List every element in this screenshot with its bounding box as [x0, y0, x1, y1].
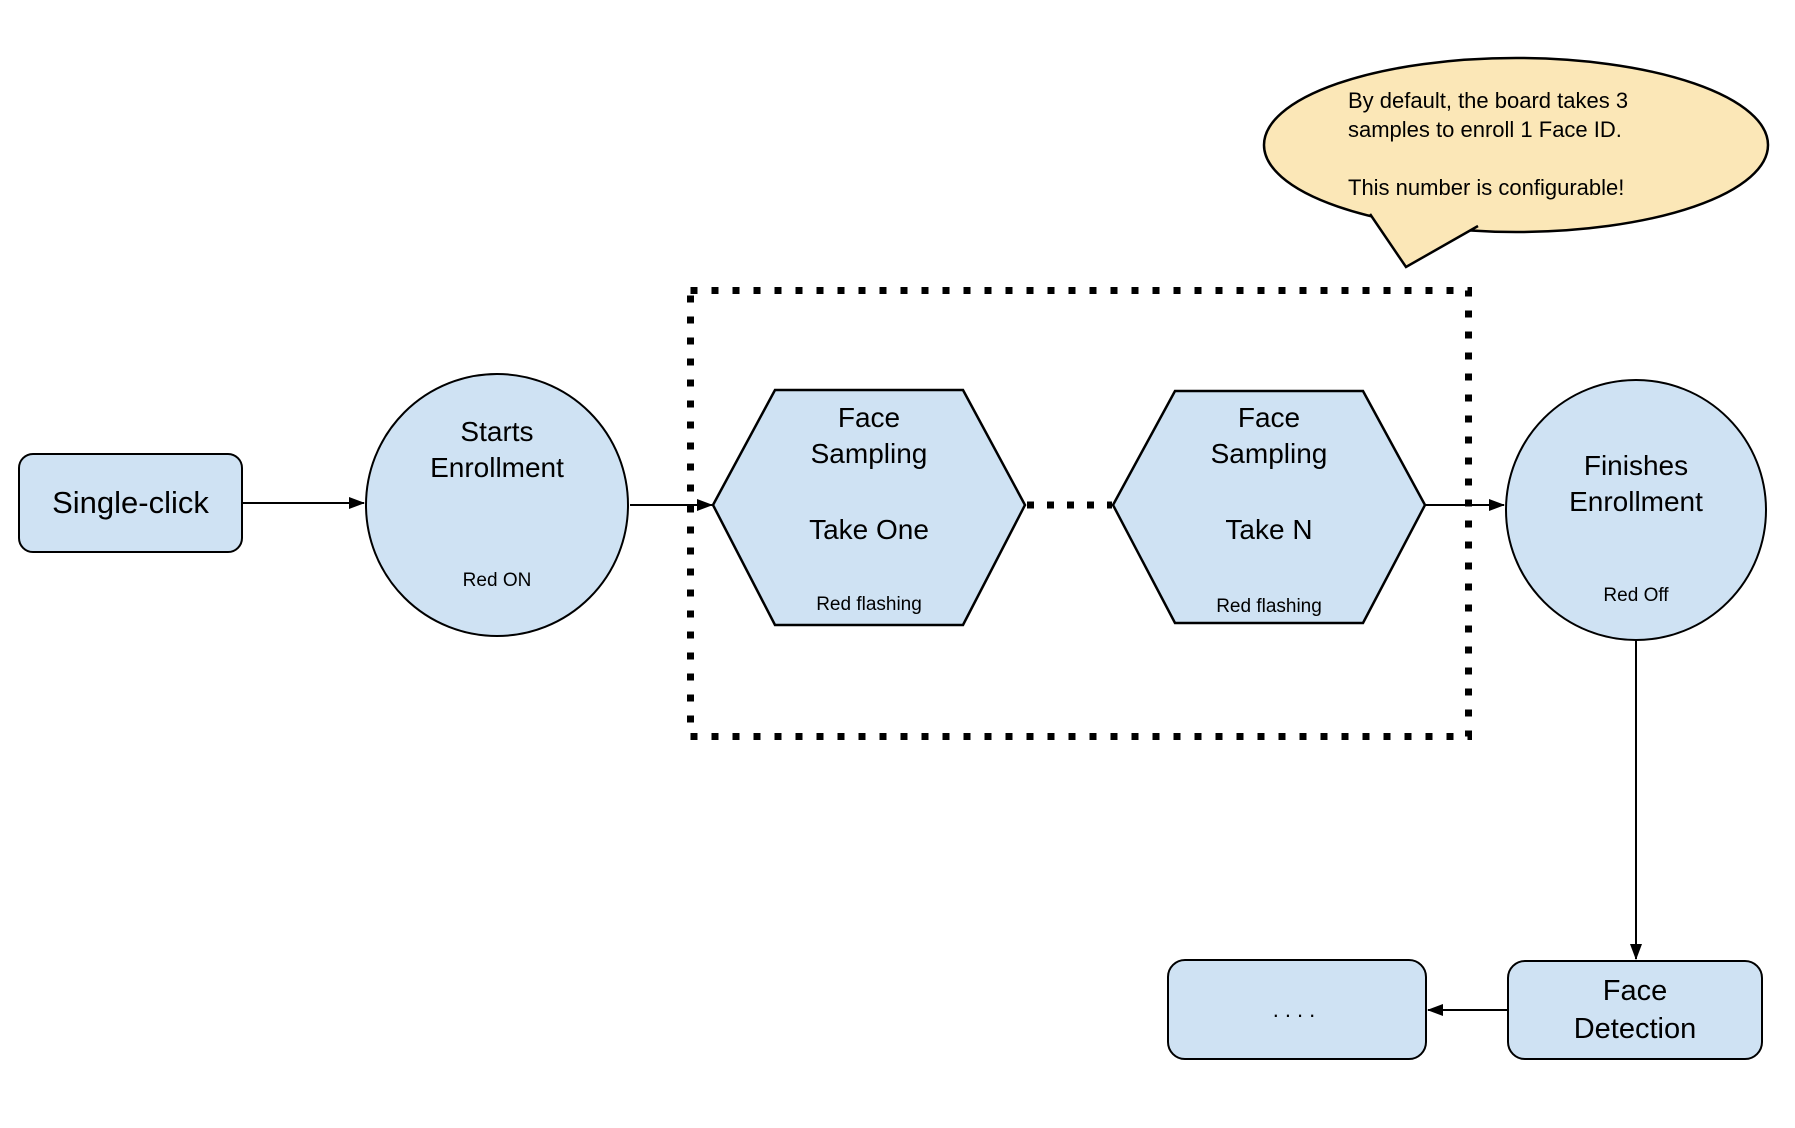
face-detection-line1: Face — [1602, 975, 1668, 1007]
single-click-node: Single-click — [18, 453, 243, 553]
starts-enrollment-line2: Enrollment — [430, 452, 564, 483]
finishes-enrollment-title: Finishes Enrollment — [1569, 448, 1703, 520]
take-n-title: Face Sampling — [1211, 400, 1328, 472]
take-one-status: Red flashing — [816, 594, 922, 615]
callout-line-3 — [1348, 144, 1628, 173]
face-sampling-take-one-hexagon — [711, 388, 1027, 627]
single-click-label: Single-click — [52, 485, 209, 520]
take-n-status: Red flashing — [1216, 596, 1322, 617]
take-one-line2: Sampling — [810, 438, 928, 469]
starts-enrollment-status: Red ON — [462, 570, 532, 591]
finishes-enrollment-line1: Finishes — [1583, 450, 1689, 481]
finishes-enrollment-node — [1505, 379, 1767, 641]
starts-enrollment-node — [365, 373, 629, 637]
take-one-title: Face Sampling — [811, 400, 928, 472]
callout-line-1: By default, the board takes 3 — [1348, 88, 1629, 113]
face-detection-label: Face Detection — [1574, 972, 1697, 1048]
face-detection-node: Face Detection — [1507, 960, 1763, 1060]
finishes-enrollment-line2: Enrollment — [1569, 486, 1703, 517]
take-one-line1: Face — [837, 402, 901, 433]
take-n-step: Take N — [1225, 514, 1313, 545]
take-n-line2: Sampling — [1210, 438, 1328, 469]
callout-bubble — [1262, 56, 1770, 234]
take-one-step: Take One — [809, 514, 929, 545]
callout-line-2: samples to enroll 1 Face ID. — [1348, 117, 1622, 142]
starts-enrollment-title: Starts Enrollment — [430, 414, 564, 486]
callout-text: By default, the board takes 3 samples to… — [1348, 86, 1628, 202]
next-steps-placeholder-node: .... — [1167, 959, 1427, 1060]
starts-enrollment-line1: Starts — [460, 416, 534, 447]
take-n-line1: Face — [1237, 402, 1301, 433]
face-detection-line2: Detection — [1573, 1013, 1697, 1045]
next-steps-placeholder-label: .... — [1272, 996, 1322, 1022]
callout-bubble-tail — [1368, 213, 1479, 269]
callout-line-4: This number is configurable! — [1348, 175, 1625, 200]
finishes-enrollment-status: Red Off — [1603, 585, 1669, 606]
